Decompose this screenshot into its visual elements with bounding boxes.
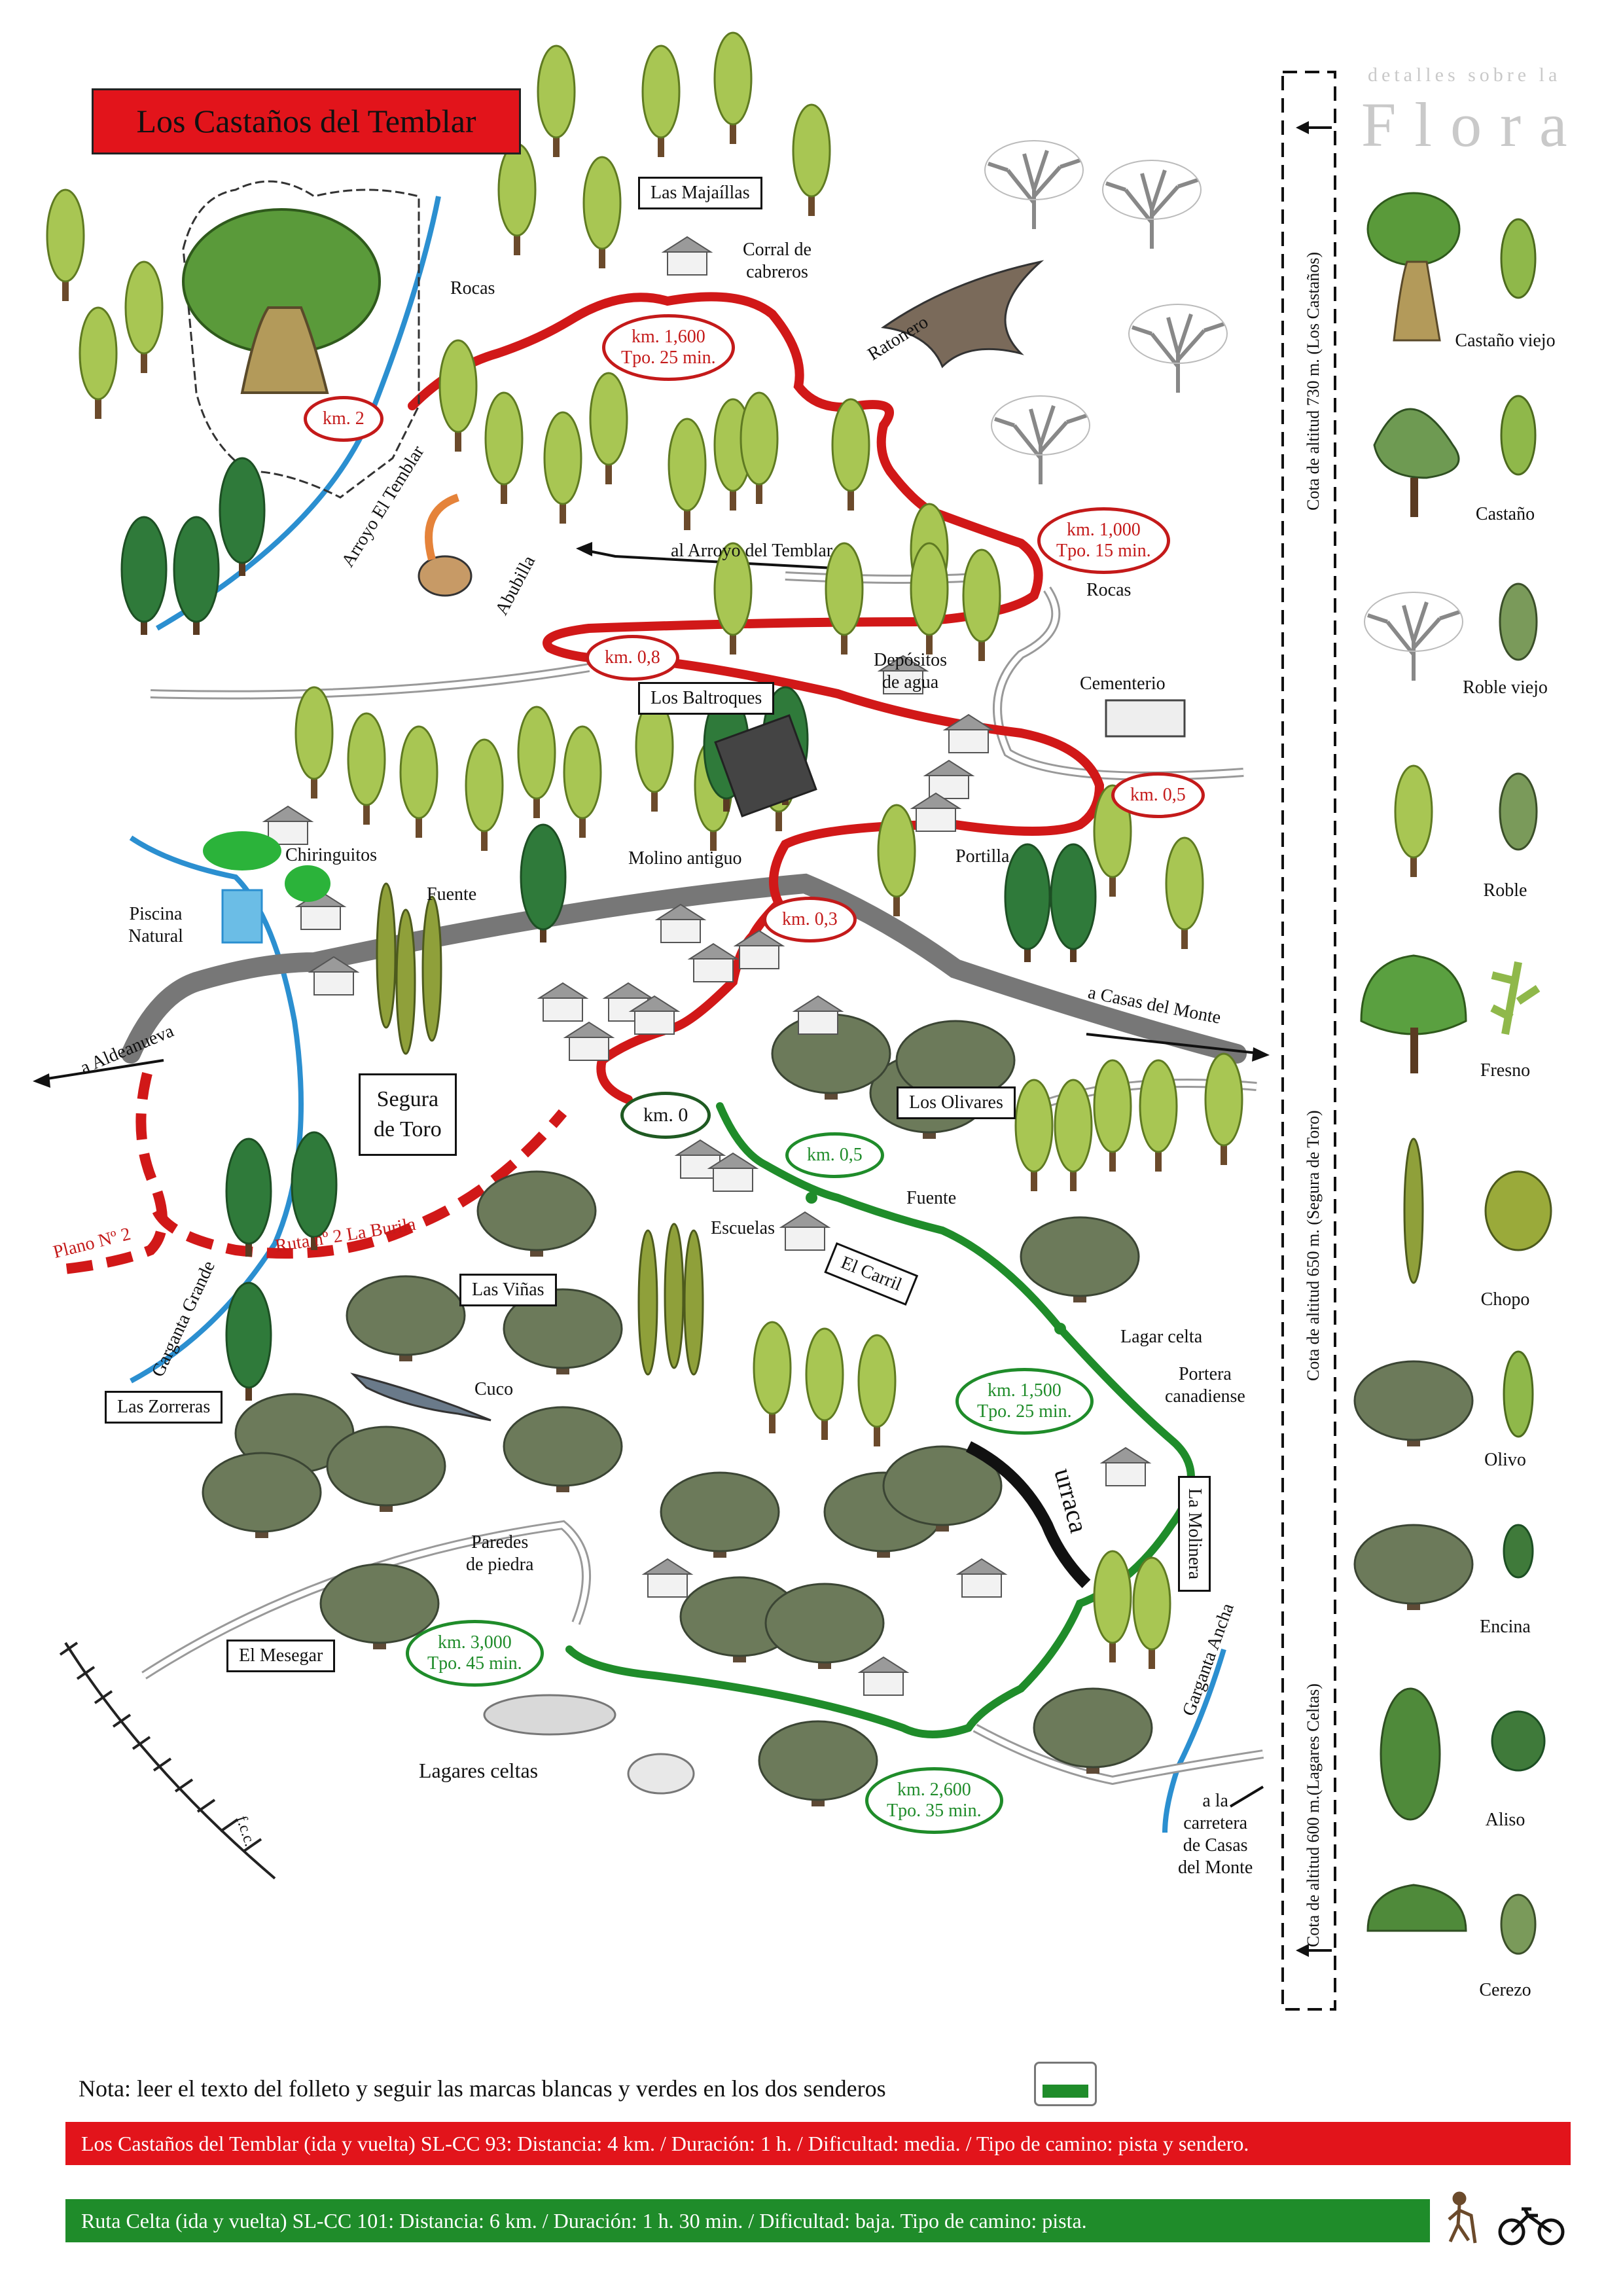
map-label: Chiringuitos bbox=[285, 845, 378, 865]
map-label: Lagares celtas bbox=[419, 1759, 539, 1782]
place-box: Los Baltroques bbox=[638, 682, 775, 715]
flora-item-label: Fresno bbox=[1480, 1060, 1531, 1081]
km-marker-start: km. 0 bbox=[620, 1092, 711, 1139]
map-label: Cementerio bbox=[1080, 673, 1166, 694]
flora-item-label: Castaño viejo bbox=[1455, 331, 1556, 351]
altitude-label: Cota de altitud 650 m. (Segura de Toro) bbox=[1304, 1110, 1323, 1381]
altitude-label: Cota de altitud 600 m.(Lagares Celtas) bbox=[1304, 1683, 1323, 1947]
map-label: Paredes de piedra bbox=[466, 1532, 534, 1575]
km-marker-red: km. 1,000 Tpo. 15 min. bbox=[1037, 507, 1170, 574]
km-marker-red: km. 2 bbox=[304, 396, 383, 442]
flora-item-label: Olivo bbox=[1484, 1450, 1526, 1470]
place-box: La Molinera bbox=[1178, 1476, 1211, 1592]
flora-item-label: Chopo bbox=[1480, 1289, 1530, 1310]
map-label: Rocas bbox=[1086, 580, 1132, 600]
map-label: Corral de cabreros bbox=[743, 240, 812, 282]
km-marker-green: km. 0,5 bbox=[785, 1132, 884, 1178]
flora-header-big: Flora bbox=[1361, 90, 1586, 160]
km-marker-green: km. 1,500 Tpo. 25 min. bbox=[955, 1368, 1094, 1435]
trail-mark-icon bbox=[1034, 2062, 1097, 2106]
map-title: Los Castaños del Temblar bbox=[92, 88, 521, 154]
place-box: Los Olivares bbox=[897, 1086, 1016, 1119]
place-box: El Mesegar bbox=[226, 1640, 336, 1672]
altitude-label: Cota de altitud 730 m. (Los Castaños) bbox=[1304, 251, 1323, 511]
hiker-icon bbox=[1448, 2191, 1477, 2244]
map-label: Fuente bbox=[906, 1188, 957, 1208]
flora-header-small: detalles sobre la bbox=[1368, 64, 1561, 86]
footer-note: Nota: leer el texto del folleto y seguir… bbox=[79, 2075, 886, 2102]
place-box: Las Zorreras bbox=[105, 1391, 223, 1424]
place-box: Las Viñas bbox=[459, 1274, 557, 1306]
flora-item-label: Encina bbox=[1480, 1617, 1531, 1637]
km-marker-red: km. 0,8 bbox=[586, 635, 679, 681]
map-label: al Arroyo del Temblar bbox=[671, 541, 833, 561]
map-label: Fuente bbox=[427, 884, 477, 905]
route-info-red: Los Castaños del Temblar (ida y vuelta) … bbox=[65, 2122, 1571, 2165]
flora-item-label: Cerezo bbox=[1479, 1980, 1531, 2000]
map-label: Rocas bbox=[450, 278, 495, 298]
km-marker-green: km. 2,600 Tpo. 35 min. bbox=[865, 1767, 1003, 1834]
place-box: Las Majaíllas bbox=[638, 177, 762, 209]
bicycle-icon bbox=[1498, 2207, 1565, 2246]
km-marker-red: km. 1,600 Tpo. 25 min. bbox=[602, 314, 735, 381]
activity-icons bbox=[1448, 2191, 1565, 2246]
map-label: Molino antiguo bbox=[628, 848, 742, 869]
map-label: Depósitos de agua bbox=[874, 650, 947, 692]
km-marker-red: km. 0,5 bbox=[1111, 772, 1205, 818]
flora-item-label: Castaño bbox=[1475, 504, 1535, 524]
map-label: Escuelas bbox=[711, 1218, 775, 1238]
flora-item-label: Roble bbox=[1483, 880, 1527, 901]
place-box: Segura de Toro bbox=[359, 1073, 457, 1156]
map-label: Lagar celta bbox=[1120, 1327, 1203, 1347]
map-label: Portera canadiense bbox=[1165, 1364, 1245, 1407]
map-label: Cuco bbox=[474, 1379, 514, 1399]
map-label: Piscina Natural bbox=[128, 904, 183, 946]
flora-item-label: Roble viejo bbox=[1463, 677, 1548, 698]
map-label: a la carretera de Casas del Monte bbox=[1178, 1791, 1253, 1878]
km-marker-red: km. 0,3 bbox=[763, 897, 857, 942]
route-info-green: Ruta Celta (ida y vuelta) SL-CC 101: Dis… bbox=[65, 2199, 1430, 2242]
flora-item-label: Aliso bbox=[1485, 1810, 1525, 1830]
map-label: Portilla bbox=[955, 846, 1010, 867]
km-marker-green: km. 3,000 Tpo. 45 min. bbox=[406, 1620, 544, 1687]
